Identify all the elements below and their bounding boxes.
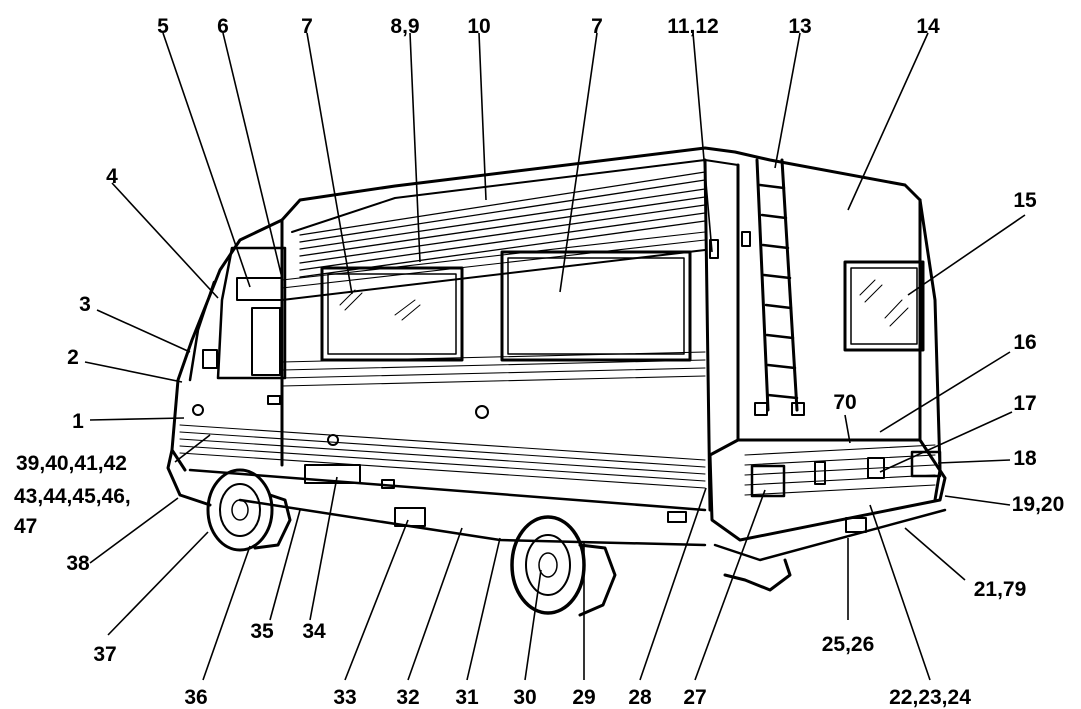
label-6: 6	[217, 15, 229, 38]
label-10: 10	[467, 15, 490, 38]
label-14: 14	[916, 15, 940, 38]
label-47: 47	[14, 515, 37, 538]
leader-lines	[84, 32, 1026, 681]
label-22-24: 22,23,24	[889, 686, 971, 709]
side-window-1	[320, 266, 464, 362]
label-15: 15	[1013, 189, 1037, 212]
label-39-42: 39,40,41,42	[16, 452, 127, 475]
label-36: 36	[184, 686, 207, 709]
label-13: 13	[788, 15, 811, 38]
label-11-12: 11,12	[667, 15, 718, 38]
label-17: 17	[1013, 392, 1036, 415]
label-31: 31	[455, 686, 479, 709]
side-window-2	[500, 250, 692, 362]
label-33: 33	[333, 686, 356, 709]
label-2: 2	[67, 346, 79, 369]
label-35: 35	[250, 620, 274, 643]
label-18: 18	[1013, 447, 1037, 470]
label-29: 29	[572, 686, 595, 709]
label-4: 4	[106, 165, 118, 188]
label-7-right: 7	[591, 15, 603, 38]
label-28: 28	[628, 686, 652, 709]
label-3: 3	[79, 293, 91, 316]
label-7-left: 7	[301, 15, 313, 38]
label-16: 16	[1013, 331, 1036, 354]
label-1: 1	[72, 410, 84, 433]
label-8-9: 8,9	[390, 15, 419, 38]
label-37: 37	[93, 643, 116, 666]
label-5: 5	[157, 15, 169, 38]
label-21-79: 21,79	[974, 578, 1027, 601]
front-wheel	[206, 468, 292, 552]
rear-wheel	[510, 515, 792, 617]
label-19-20: 19,20	[1012, 493, 1065, 516]
motorhome-body	[166, 146, 947, 562]
label-38: 38	[66, 552, 90, 575]
label-43-46: 43,44,45,46,	[14, 485, 131, 508]
label-70: 70	[833, 391, 856, 414]
label-27: 27	[683, 686, 706, 709]
rear-ladder	[754, 158, 805, 416]
label-32: 32	[396, 686, 419, 709]
label-34: 34	[302, 620, 326, 643]
label-30: 30	[513, 686, 536, 709]
callout-labels: 5 6 7 8,9 10 7 11,12 13 14 4 15 3 2 16 7…	[14, 15, 1064, 709]
label-25-26: 25,26	[822, 633, 875, 656]
